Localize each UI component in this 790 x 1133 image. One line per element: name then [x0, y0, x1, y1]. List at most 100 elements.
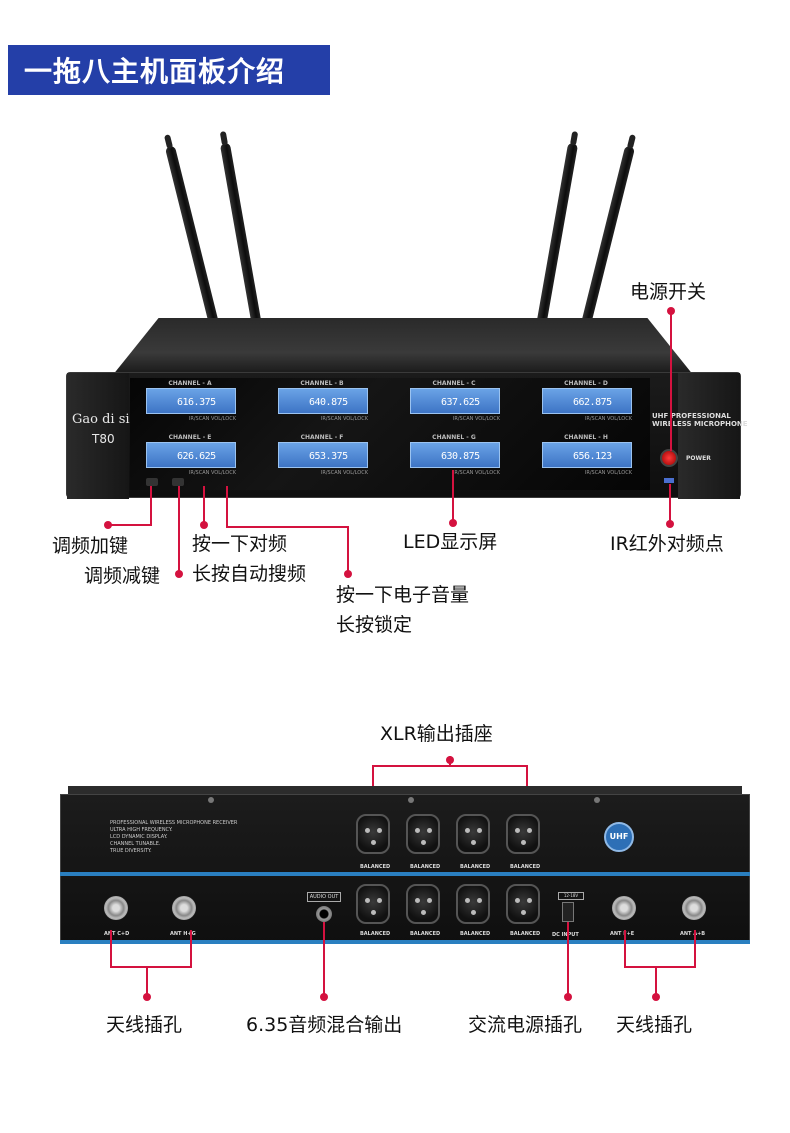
callout-vol-lock-2: 长按锁定 — [336, 614, 413, 636]
callout-dot — [666, 520, 674, 528]
lcd-screen: 616.375 — [146, 388, 236, 414]
xlr-connector[interactable] — [356, 884, 390, 924]
dc-input-jack[interactable] — [562, 902, 574, 922]
xlr-label: BALANCED — [460, 931, 491, 937]
channel-label: CHANNEL - C — [432, 380, 476, 387]
callout-line — [372, 765, 528, 767]
callout-audio-mix-out: 6.35音频混合输出 — [246, 1014, 403, 1036]
xlr-connector[interactable] — [356, 814, 390, 854]
callout-ir-scan-2: 长按自动搜频 — [192, 563, 307, 585]
channel-frequency: 656.123 — [573, 451, 612, 462]
info-line: CHANNEL TUNABLE. — [110, 841, 161, 847]
channel-label: CHANNEL - B — [300, 380, 344, 387]
callout-line — [190, 930, 192, 968]
lcd-screen: 630.875 — [410, 442, 500, 468]
antenna-connector[interactable] — [612, 896, 636, 920]
lcd-screen: 656.123 — [542, 442, 632, 468]
callout-ir-point: IR红外对频点 — [610, 533, 724, 555]
antenna-connector[interactable] — [682, 896, 706, 920]
button-labels: IR/SCAN VOL/LOCK — [584, 416, 632, 422]
callout-dot — [449, 519, 457, 527]
xlr-connector[interactable] — [506, 884, 540, 924]
brand-logo: Gao di si — [72, 412, 130, 427]
callout-dot — [320, 993, 328, 1001]
callout-power-switch: 电源开关 — [630, 281, 707, 303]
button-labels: IR/SCAN VOL/LOCK — [452, 416, 500, 422]
channel-label: CHANNEL - A — [168, 380, 212, 387]
antenna-label: ANT A+B — [680, 931, 706, 937]
antenna-connector[interactable] — [104, 896, 128, 920]
xlr-connector[interactable] — [506, 814, 540, 854]
channel-frequency: 626.625 — [177, 451, 216, 462]
xlr-label: BALANCED — [360, 864, 391, 870]
button-labels: IR/SCAN VOL/LOCK — [584, 470, 632, 476]
tune-down-button[interactable] — [172, 478, 184, 486]
xlr-connector[interactable] — [456, 814, 490, 854]
callout-dot — [344, 570, 352, 578]
callout-line — [694, 930, 696, 968]
callout-line — [203, 486, 205, 526]
xlr-label: BALANCED — [410, 864, 441, 870]
callout-line — [108, 524, 152, 526]
channel-b: CHANNEL - B 640.875 IR/SCAN VOL/LOCK — [270, 380, 374, 426]
callout-line — [226, 486, 228, 528]
uhf-label-line2: WIRELESS MICROPHONE — [652, 420, 748, 429]
callout-line — [624, 930, 626, 968]
channel-a: CHANNEL - A 616.375 IR/SCAN VOL/LOCK — [138, 380, 242, 426]
uhf-label-line1: UHF PROFESSIONAL — [652, 412, 731, 420]
callout-dot — [200, 521, 208, 529]
blue-stripe-bottom — [60, 940, 750, 944]
callout-line — [323, 922, 325, 996]
dc-rating-label: 12-18V — [558, 892, 584, 900]
channel-label: CHANNEL - F — [300, 434, 344, 441]
callout-ir-scan-1: 按一下对频 — [192, 533, 288, 555]
callout-tune-down: 调频减键 — [84, 565, 161, 587]
callout-line — [226, 526, 349, 528]
power-label: POWER — [686, 455, 711, 462]
screw — [208, 797, 214, 803]
uhf-badge-rear: UHF — [604, 822, 634, 852]
power-button[interactable] — [660, 449, 678, 467]
channel-c: CHANNEL - C 637.625 IR/SCAN VOL/LOCK — [402, 380, 506, 426]
ir-sensor — [664, 478, 674, 483]
audio-out-jack[interactable] — [316, 906, 332, 922]
xlr-label: BALANCED — [460, 864, 491, 870]
callout-line — [655, 966, 657, 996]
channel-label: CHANNEL - H — [564, 434, 608, 441]
callout-line — [449, 756, 451, 766]
channel-frequency: 662.875 — [573, 397, 612, 408]
callout-vol-lock-1: 按一下电子音量 — [336, 584, 470, 606]
xlr-connector[interactable] — [456, 884, 490, 924]
xlr-label: BALANCED — [510, 864, 541, 870]
channel-d: CHANNEL - D 662.875 IR/SCAN VOL/LOCK — [534, 380, 638, 426]
audio-out-label: AUDIO OUT — [307, 892, 341, 902]
callout-antenna-left: 天线插孔 — [106, 1014, 183, 1036]
callout-line — [146, 966, 148, 996]
tune-up-button[interactable] — [146, 478, 158, 486]
rack-ear-left — [67, 373, 129, 499]
page-title: 一拖八主机面板介绍 — [24, 55, 286, 88]
xlr-connector[interactable] — [406, 814, 440, 854]
lcd-screen: 662.875 — [542, 388, 632, 414]
xlr-connector[interactable] — [406, 884, 440, 924]
callout-line — [178, 486, 180, 574]
antenna-connector[interactable] — [172, 896, 196, 920]
screw — [408, 797, 414, 803]
channel-frequency: 616.375 — [177, 397, 216, 408]
channel-label: CHANNEL - D — [564, 380, 608, 387]
callout-led-screen: LED显示屏 — [403, 531, 498, 553]
channel-frequency: 640.875 — [309, 397, 348, 408]
xlr-label: BALANCED — [510, 931, 541, 937]
rear-faceplate — [60, 794, 750, 944]
xlr-label: BALANCED — [360, 931, 391, 937]
chassis-top-rear — [68, 786, 742, 796]
info-line: PROFESSIONAL WIRELESS MICROPHONE RECEIVE… — [110, 820, 238, 826]
button-labels: IR/SCAN VOL/LOCK — [188, 416, 236, 422]
channel-frequency: 653.375 — [309, 451, 348, 462]
antenna-label: ANT H+G — [170, 931, 196, 937]
lcd-screen: 640.875 — [278, 388, 368, 414]
callout-dot — [143, 993, 151, 1001]
callout-line — [347, 526, 349, 572]
callout-line — [624, 966, 696, 968]
dc-input-label: DC INPUT — [552, 932, 579, 938]
